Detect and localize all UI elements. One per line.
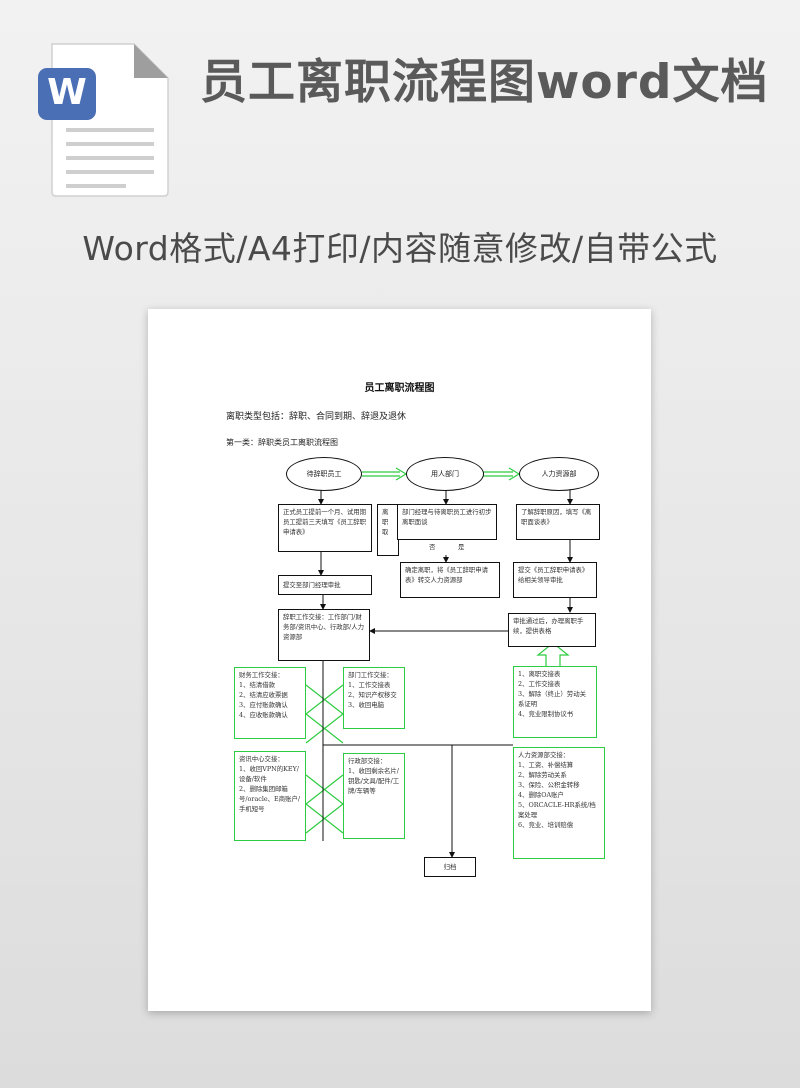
decision-no: 否 bbox=[429, 543, 436, 551]
document-title: 员工离职流程图 bbox=[364, 383, 435, 394]
document-page: 员工离职流程图 离职类型包括：辞职、合同到期、辞退及退休 第一类：辞职类员工离职… bbox=[148, 309, 651, 1011]
finance-handover-box: 财务工作交接： 1、结清借款 2、结清应收票据 3、应付账款确认 4、应收账款确… bbox=[234, 667, 306, 739]
hr-handover-box: 人力资源部交接： 1、工资、补偿结算 2、解除劳动关系 3、保险、公积金转移 4… bbox=[513, 747, 605, 859]
role-department: 用人部门 bbox=[406, 457, 484, 491]
step-hr-learn: 了解辞职原因，填写《离职面谈表》 bbox=[516, 504, 600, 540]
page-subtitle: Word格式/A4打印/内容随意修改/自带公式 bbox=[82, 229, 718, 268]
section-line: 第一类：辞职类员工离职流程图 bbox=[226, 438, 338, 447]
admin-handover-box: 行政部交接： 1、收回剩余名片/钥匙/文具/配件/工牌/车辆等 bbox=[343, 753, 405, 839]
step-employee-apply: 正式员工提前一个月、试用期员工提前三天填写《员工辞职申请表》 bbox=[278, 504, 372, 552]
word-document-icon: W bbox=[38, 42, 172, 198]
step-submit-manager: 提交至部门经理审批 bbox=[278, 575, 372, 595]
step-handover: 辞职工作交接：工作部门/财务部/资讯中心、行政部/人力资源部 bbox=[278, 609, 370, 661]
hidden-left-box: 离 职 取 bbox=[377, 504, 399, 556]
step-approved: 审批通过后，办理离职手续，提供表格 bbox=[508, 613, 596, 647]
flowchart-connectors bbox=[305, 467, 573, 858]
step-dept-talk: 部门经理与待离职员工进行初步离职面谈 bbox=[397, 504, 497, 540]
it-handover-box: 资讯中心交接： 1、收回VPN的KEY/设备/软件 2、删除集团邮箱号/orac… bbox=[234, 751, 306, 841]
decision-yes: 是 bbox=[458, 543, 465, 551]
page-title: 员工离职流程图word文档 bbox=[200, 55, 769, 110]
archive-box: 归档 bbox=[424, 857, 476, 877]
dept-handover-box: 部门工作交接： 1、工作交接表 2、知识产权移交 3、收回电脑 bbox=[343, 667, 405, 729]
leave-types-line: 离职类型包括：辞职、合同到期、辞退及退休 bbox=[226, 412, 407, 422]
role-hr: 人力资源部 bbox=[519, 457, 599, 491]
step-hr-submit: 提交《员工辞职申请表》给相关领导审批 bbox=[513, 562, 597, 598]
role-employee: 待辞职员工 bbox=[286, 457, 362, 491]
forms-box: 1、离职交接表 2、工作交接表 3、解除（终止）劳动关系证明 4、竞业限制协议书 bbox=[513, 666, 597, 738]
word-letter: W bbox=[47, 72, 87, 113]
step-confirm: 确定离职，将《员工辞职申请表》转交人力资源部 bbox=[400, 562, 500, 598]
